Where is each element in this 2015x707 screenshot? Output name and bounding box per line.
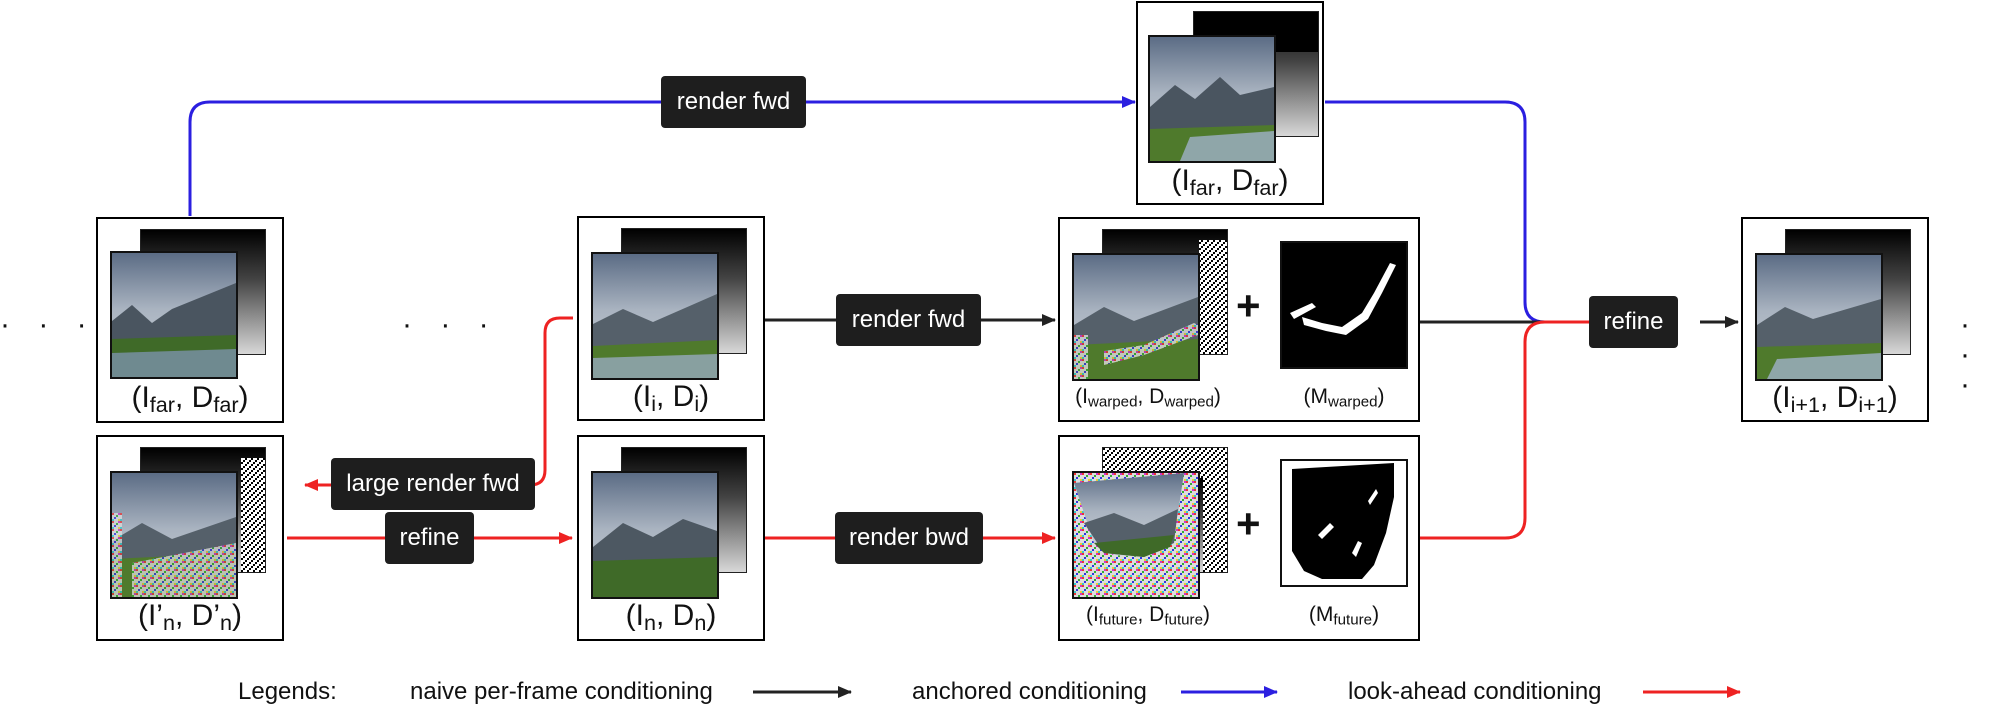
mask-image xyxy=(1280,459,1408,587)
caption-output: (Ii+1, Di+1) xyxy=(1772,381,1898,417)
caption-warped-mask: (Mwarped) xyxy=(1303,385,1385,411)
lookahead-arrow-current-to-lookahead xyxy=(304,316,573,491)
caption-next-anchor: (In, Dn) xyxy=(625,599,717,635)
ellipsis-middle: · · · xyxy=(402,308,499,341)
label-large-render-fwd: large render fwd xyxy=(331,458,535,510)
mask-image xyxy=(1280,241,1408,369)
anchored-arrow-far-to-top xyxy=(188,96,1136,216)
caption-warped-image: (Iwarped, Dwarped) xyxy=(1075,385,1221,411)
frame-box-far-top: (Ifar, Dfar) xyxy=(1136,1,1324,205)
caption-future-image: (Ifuture, Dfuture) xyxy=(1086,603,1210,629)
plus-sign: + xyxy=(1236,500,1261,547)
rgb-image xyxy=(110,251,238,379)
rgb-image xyxy=(591,471,719,599)
rgb-image xyxy=(110,471,238,599)
rgb-image xyxy=(591,252,719,380)
label-render-fwd-top: render fwd xyxy=(661,76,806,128)
frame-box-next-anchor: (In, Dn) xyxy=(577,435,765,641)
frame-box-future: + (Ifuture, Dfuture) (Mfuture) xyxy=(1058,435,1420,641)
caption-current: (Ii, Di) xyxy=(632,380,710,416)
rgb-image xyxy=(1072,471,1200,599)
frame-box-warped: + (Iwarped, Dwarped) (Mwarped) xyxy=(1058,217,1420,422)
caption-far-top: (Ifar, Dfar) xyxy=(1171,164,1289,200)
legend-lookahead-label: look-ahead conditioning xyxy=(1348,678,1602,705)
caption-lookahead: (I’n, D’n) xyxy=(137,599,243,635)
label-render-bwd: render bwd xyxy=(835,512,983,564)
caption-far-left: (Ifar, Dfar) xyxy=(131,381,249,417)
frame-box-current: (Ii, Di) xyxy=(577,216,765,421)
plus-sign: + xyxy=(1236,282,1261,329)
label-refine-out: refine xyxy=(1589,296,1678,348)
rgb-image xyxy=(1755,253,1883,381)
caption-future-mask: (Mfuture) xyxy=(1308,603,1380,629)
label-render-fwd-mid: render fwd xyxy=(836,294,981,346)
ellipsis-left: · · · xyxy=(0,308,97,341)
lookahead-arrow-future-to-refine xyxy=(1420,320,1590,540)
rgb-image xyxy=(1072,253,1200,381)
legend-anchored-label: anchored conditioning xyxy=(912,678,1147,705)
rgb-image xyxy=(1148,35,1276,163)
ellipsis-right: · · · xyxy=(1960,308,1980,401)
legend-naive-label: naive per-frame conditioning xyxy=(410,678,713,705)
frame-box-lookahead: (I’n, D’n) xyxy=(96,435,284,641)
legend-title: Legends: xyxy=(238,678,337,705)
label-refine-low: refine xyxy=(385,512,474,564)
frame-box-output: (Ii+1, Di+1) xyxy=(1741,217,1929,422)
frame-box-far-left: (Ifar, Dfar) xyxy=(96,217,284,423)
